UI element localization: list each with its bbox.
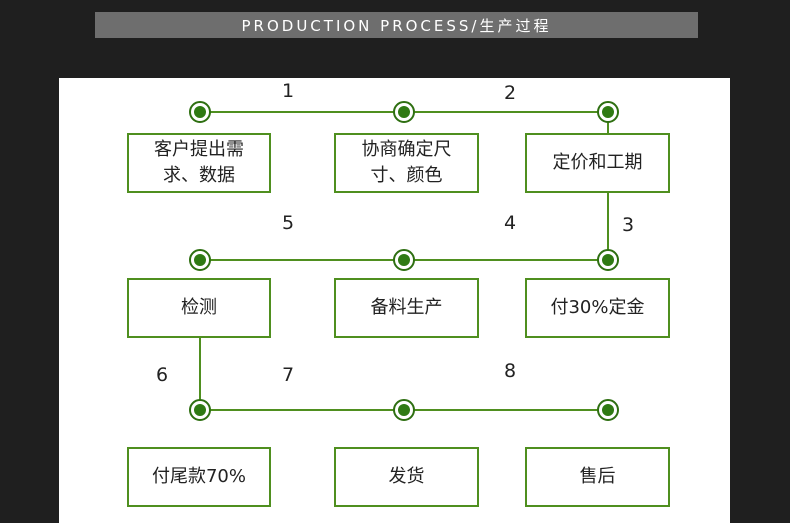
step-box-final-payment: 付尾款70% — [127, 447, 271, 507]
step-box-deposit: 付30%定金 — [525, 278, 670, 338]
step-node — [189, 249, 211, 271]
step-box-production: 备料生产 — [334, 278, 479, 338]
step-number-4: 4 — [504, 212, 517, 234]
header-bar: PRODUCTION PROCESS/生产过程 — [95, 12, 698, 38]
step-box-label: 定价和工期 — [552, 152, 643, 173]
step-number-3: 3 — [622, 214, 635, 236]
step-box-request: 客户提出需求、数据 — [127, 133, 271, 193]
step-box-label: 检测 — [181, 297, 217, 318]
step-box-label: 备料生产 — [370, 297, 443, 318]
step-node — [393, 101, 415, 123]
step-node — [597, 101, 619, 123]
step-box-confirm: 协商确定尺寸、颜色 — [334, 133, 479, 193]
connector-box-to-node-3 — [607, 192, 609, 260]
step-node — [393, 249, 415, 271]
step-number-1: 1 — [282, 80, 295, 102]
step-number-2: 2 — [504, 82, 517, 104]
step-number-6: 6 — [156, 364, 169, 386]
connector-box-to-node-6 — [199, 336, 201, 410]
step-number-7: 7 — [282, 364, 295, 386]
step-number-8: 8 — [504, 360, 517, 382]
step-number-5: 5 — [282, 212, 295, 234]
step-box-inspection: 检测 — [127, 278, 271, 338]
step-box-label: 付尾款70% — [151, 466, 246, 487]
step-node — [189, 101, 211, 123]
step-box-label: 付30%定金 — [550, 297, 645, 318]
step-box-label: 协商确定尺寸、颜色 — [361, 139, 452, 186]
connector-node-to-box-1 — [607, 114, 609, 134]
step-box-after-sales: 售后 — [525, 447, 670, 507]
step-node — [597, 399, 619, 421]
step-node — [393, 399, 415, 421]
step-box-label: 客户提出需求、数据 — [154, 139, 244, 186]
step-box-label: 发货 — [388, 466, 425, 487]
step-box-pricing: 定价和工期 — [525, 133, 670, 193]
step-box-label: 售后 — [579, 466, 616, 487]
page-title: PRODUCTION PROCESS/生产过程 — [241, 16, 552, 35]
process-panel: 1 2 3 4 5 6 7 8 客户提出需求、数据 协商确定尺寸、颜色 定价和工… — [59, 78, 730, 523]
step-node — [597, 249, 619, 271]
step-box-shipping: 发货 — [334, 447, 479, 507]
step-node — [189, 399, 211, 421]
